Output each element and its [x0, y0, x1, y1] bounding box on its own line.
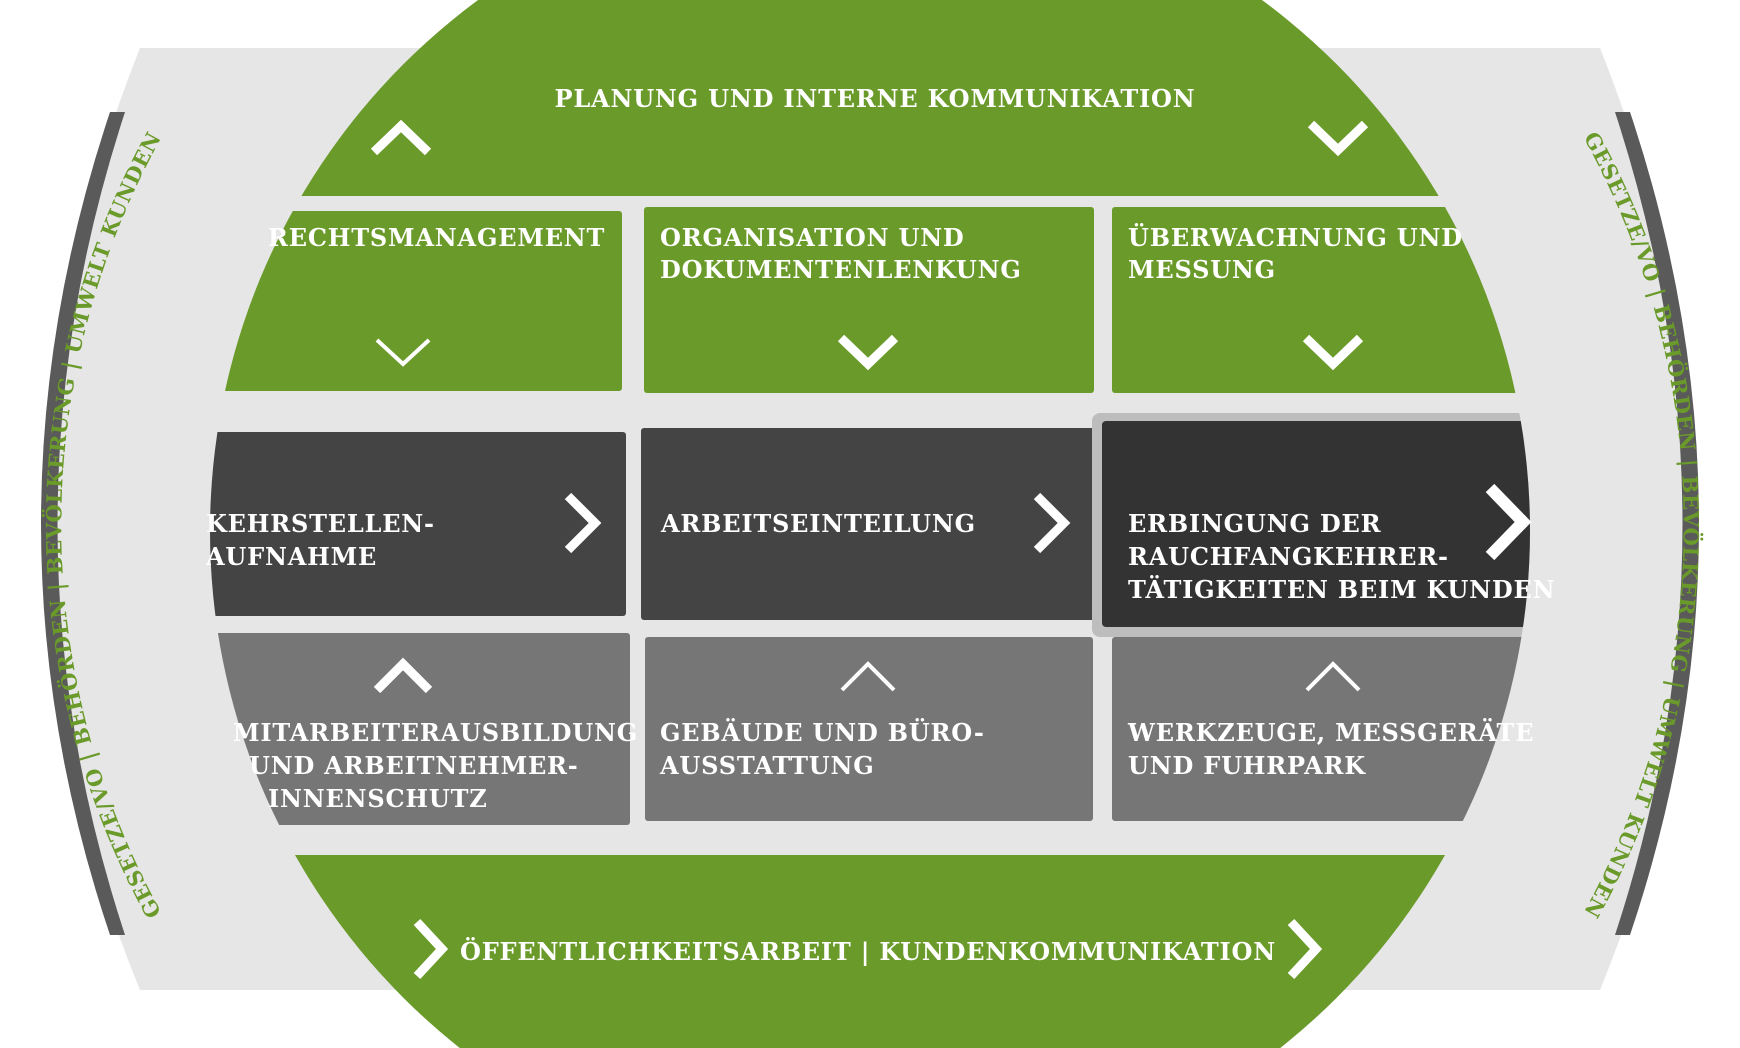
- support-1-line-2: UND ARBEITNEHMER-: [249, 751, 579, 780]
- mgmt-2-line-2: DOKUMENTENLENKUNG: [660, 255, 1022, 284]
- mgmt-1-line-1: RECHTSMANAGEMENT: [268, 223, 605, 252]
- support-3-line-2: UND FUHRPARK: [1128, 751, 1366, 780]
- core-box-2: [641, 428, 1097, 620]
- support-1-line-1: MITARBEITERAUSBILDUNG: [233, 718, 638, 747]
- core-1-line-2: AUFNAHME: [205, 542, 377, 571]
- core-1-line-1: KEHRSTELLEN-: [206, 509, 435, 538]
- mgmt-3-line-1: ÜBERWACHNUNG UND: [1128, 223, 1463, 252]
- mgmt-3-line-2: MESSUNG: [1128, 255, 1276, 284]
- chevron-down-icon: [1307, 120, 1369, 157]
- support-box-2: [645, 637, 1093, 821]
- mgmt-box-2: [644, 207, 1094, 393]
- core-2-line-1: ARBEITSEINTEILUNG: [660, 509, 976, 538]
- top-band-label: PLANUNG UND INTERNE KOMMUNIKATION: [555, 84, 1196, 113]
- chevron-right-icon: [413, 918, 449, 980]
- chevron-up-icon: [1305, 661, 1361, 692]
- left-outer-bar: [41, 112, 125, 935]
- right-outer-bar: [1615, 112, 1699, 935]
- support-2-line-1: GEBÄUDE UND BÜRO-: [660, 718, 985, 747]
- chevron-right-icon: [1033, 492, 1071, 554]
- core-box-1: [210, 432, 626, 616]
- chevron-right-icon: [1287, 918, 1323, 980]
- chevron-right-icon: [1485, 483, 1532, 561]
- chevron-up-icon: [840, 661, 896, 692]
- core-box-3: [1102, 421, 1530, 627]
- mgmt-2-line-1: ORGANISATION UND: [660, 223, 965, 252]
- support-2-line-2: AUSSTATTUNG: [659, 751, 875, 780]
- chevron-up-icon: [370, 119, 432, 156]
- chevron-up-icon: [373, 657, 433, 694]
- core-3-line-3: TÄTIGKEITEN BEIM KUNDEN: [1128, 575, 1555, 604]
- chevron-down-icon: [375, 338, 431, 367]
- support-3-line-1: WERKZEUGE, MESSGERÄTE: [1127, 718, 1534, 747]
- core-3-line-1: ERBINGUNG DER: [1128, 509, 1382, 538]
- chevron-down-icon: [1302, 334, 1364, 371]
- chevron-right-icon: [564, 492, 602, 554]
- core-3-line-2: RAUCHFANGKEHRER-: [1128, 542, 1449, 571]
- chevron-down-icon: [837, 334, 899, 371]
- support-1-line-3: INNENSCHUTZ: [268, 784, 488, 813]
- bottom-band-label: ÖFFENTLICHKEITSARBEIT | KUNDENKOMMUNIKAT…: [460, 937, 1276, 966]
